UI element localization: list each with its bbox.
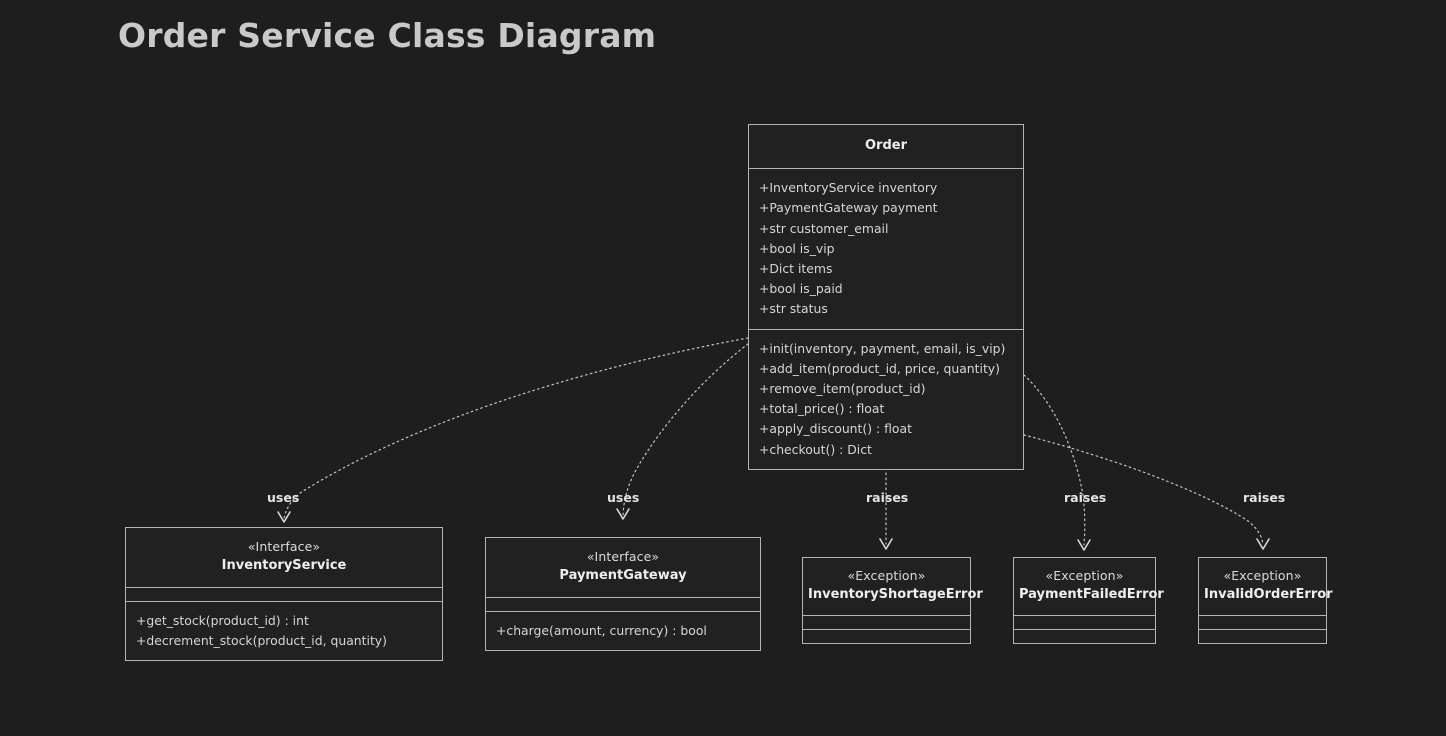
class-stereotype-paymentfailederror: «Exception» bbox=[1045, 568, 1124, 583]
edge-label-uses-inventoryservice: uses bbox=[267, 490, 300, 505]
class-header-paymentfailederror: «Exception» PaymentFailedError bbox=[1014, 558, 1164, 615]
methods-compartment-inventoryshortageerror bbox=[803, 628, 970, 643]
class-stereotype-invalidordererror: «Exception» bbox=[1223, 568, 1302, 583]
edge-order-uses-paymentgateway bbox=[616, 343, 749, 520]
class-name-order: Order bbox=[865, 138, 907, 153]
method-row: +apply_discount() : float bbox=[759, 421, 912, 437]
methods-compartment-inventoryservice: +get_stock(product_id) : int +decrement_… bbox=[126, 600, 442, 660]
attribute-row: +Dict items bbox=[759, 260, 833, 276]
method-row: +charge(amount, currency) : bool bbox=[496, 622, 707, 638]
class-header-paymentgateway: «Interface» PaymentGateway bbox=[486, 538, 760, 597]
class-header-invalidordererror: «Exception» InvalidOrderError bbox=[1199, 558, 1333, 615]
attributes-compartment-paymentgateway bbox=[486, 596, 760, 611]
methods-compartment-paymentgateway: +charge(amount, currency) : bool bbox=[486, 610, 760, 650]
class-header-inventoryshortageerror: «Exception» InventoryShortageError bbox=[803, 558, 983, 615]
class-box-invalidordererror[interactable]: «Exception» InvalidOrderError bbox=[1198, 557, 1333, 644]
class-box-paymentfailederror[interactable]: «Exception» PaymentFailedError bbox=[1013, 557, 1164, 644]
method-row: +get_stock(product_id) : int bbox=[136, 612, 309, 628]
class-name-paymentgateway: PaymentGateway bbox=[559, 568, 687, 584]
class-name-invalidordererror: InvalidOrderError bbox=[1204, 587, 1333, 603]
method-row: +decrement_stock(product_id, quantity) bbox=[136, 632, 387, 648]
attributes-compartment-inventoryservice bbox=[126, 586, 442, 601]
edge-label-uses-paymentgateway: uses bbox=[607, 490, 640, 505]
attributes-compartment-inventoryshortageerror bbox=[803, 614, 970, 629]
attributes-compartment-invalidordererror bbox=[1199, 614, 1326, 629]
class-header-inventoryservice: «Interface» InventoryService bbox=[126, 528, 442, 587]
attribute-row: +bool is_paid bbox=[759, 281, 843, 297]
class-box-inventoryservice[interactable]: «Interface» InventoryService +get_stock(… bbox=[125, 527, 443, 661]
class-stereotype-inventoryservice: «Interface» bbox=[247, 539, 321, 554]
method-row: +remove_item(product_id) bbox=[759, 380, 926, 396]
class-stereotype-paymentgateway: «Interface» bbox=[586, 549, 660, 564]
attributes-compartment-order: +InventoryService inventory +PaymentGate… bbox=[749, 168, 1023, 328]
class-box-inventoryshortageerror[interactable]: «Exception» InventoryShortageError bbox=[802, 557, 983, 644]
method-row: +total_price() : float bbox=[759, 401, 885, 417]
methods-compartment-invalidordererror bbox=[1199, 628, 1326, 643]
method-row: +checkout() : Dict bbox=[759, 441, 872, 457]
edge-order-uses-inventoryservice bbox=[277, 337, 749, 523]
methods-compartment-order: +init(inventory, payment, email, is_vip)… bbox=[749, 328, 1023, 469]
method-row: +init(inventory, payment, email, is_vip) bbox=[759, 340, 1006, 356]
class-box-order[interactable]: Order +InventoryService inventory +Payme… bbox=[748, 124, 1024, 470]
class-box-paymentgateway[interactable]: «Interface» PaymentGateway +charge(amoun… bbox=[485, 537, 761, 651]
attribute-row: +str customer_email bbox=[759, 220, 889, 236]
attribute-row: +str status bbox=[759, 301, 828, 317]
edge-order-raises-invalidorder bbox=[1023, 434, 1270, 550]
attribute-row: +bool is_vip bbox=[759, 240, 835, 256]
edge-label-raises-invalidorder: raises bbox=[1243, 490, 1286, 505]
attribute-row: +PaymentGateway payment bbox=[759, 200, 938, 216]
page-title: Order Service Class Diagram bbox=[118, 16, 657, 55]
edge-label-raises-paymenterror: raises bbox=[1064, 490, 1107, 505]
class-header-order: Order bbox=[749, 125, 1023, 168]
class-name-paymentfailederror: PaymentFailedError bbox=[1019, 587, 1164, 603]
attributes-compartment-paymentfailederror bbox=[1014, 614, 1155, 629]
class-stereotype-inventoryshortageerror: «Exception» bbox=[847, 568, 926, 583]
edge-label-raises-inventoryerror: raises bbox=[866, 490, 909, 505]
class-name-inventoryservice: InventoryService bbox=[221, 558, 347, 574]
method-row: +add_item(product_id, price, quantity) bbox=[759, 360, 1000, 376]
methods-compartment-paymentfailederror bbox=[1014, 628, 1155, 643]
edge-order-raises-inventoryerror bbox=[879, 462, 893, 550]
attribute-row: +InventoryService inventory bbox=[759, 180, 938, 196]
edge-order-raises-paymenterror bbox=[1023, 374, 1091, 551]
class-name-inventoryshortageerror: InventoryShortageError bbox=[808, 587, 983, 603]
